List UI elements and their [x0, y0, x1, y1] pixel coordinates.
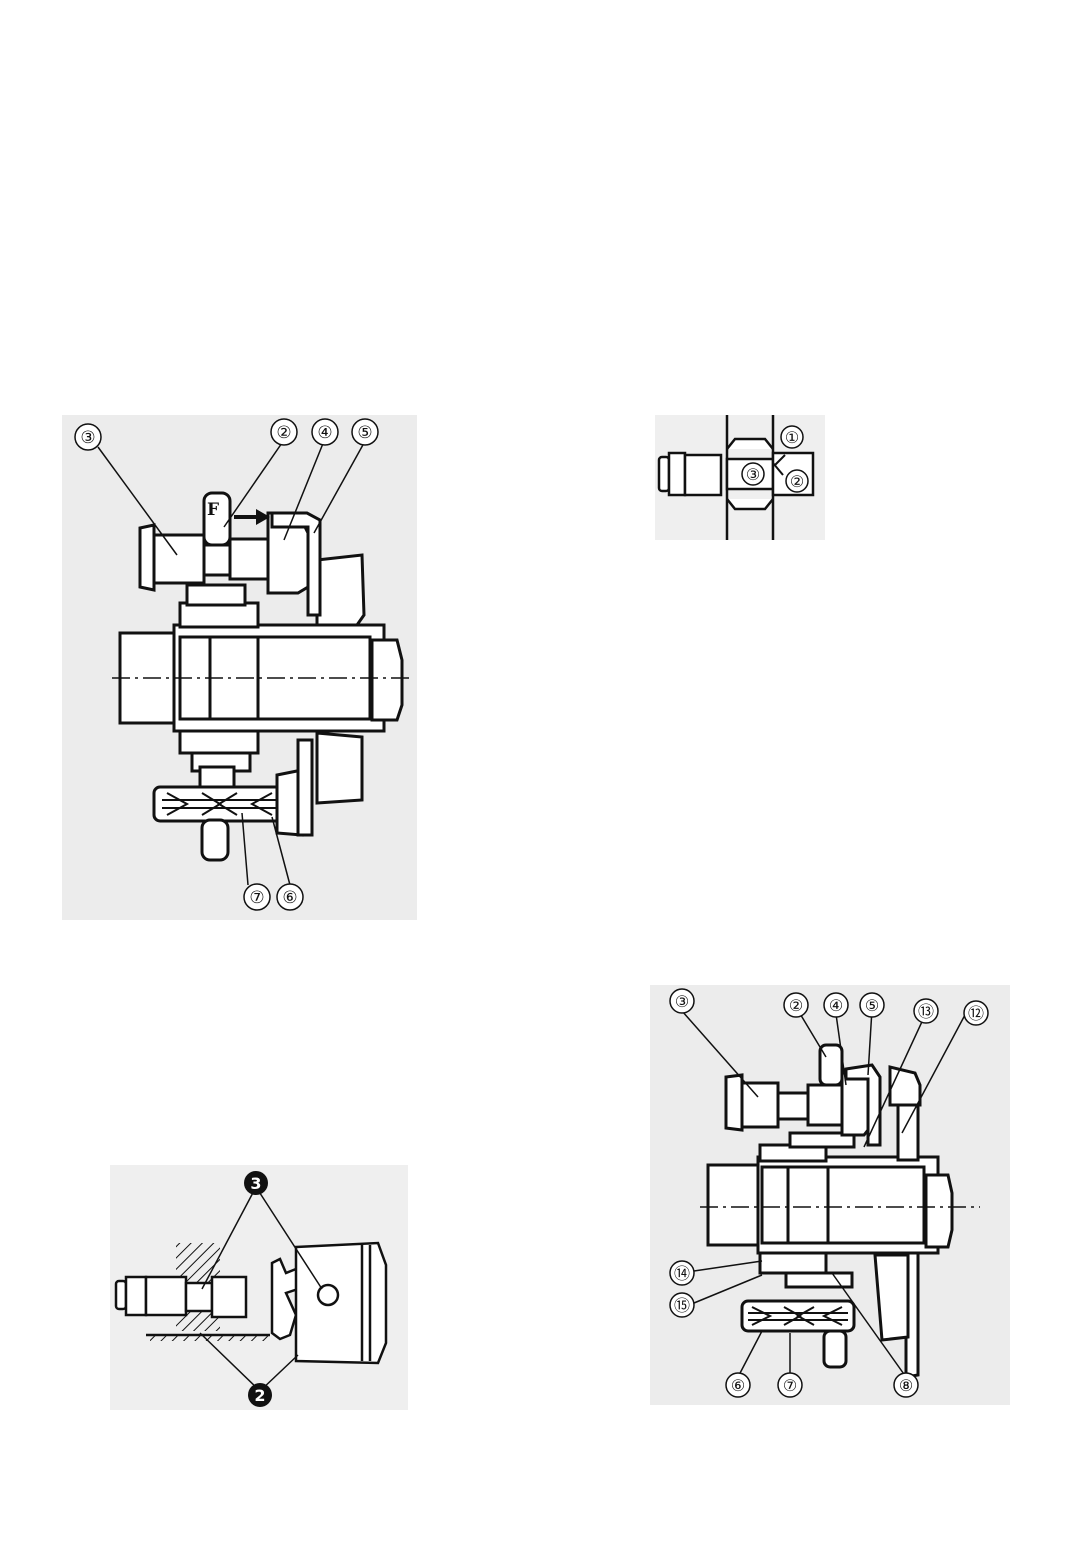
svg-text:⑥: ⑥	[282, 888, 297, 908]
svg-text:⑥: ⑥	[731, 1376, 745, 1395]
callout-15: ⑮	[670, 1293, 694, 1317]
callout-5: ⑤	[860, 993, 884, 1017]
callout-7: ⑦	[778, 1373, 802, 1397]
callout-2: ②	[786, 470, 808, 492]
callout-5: ⑤	[352, 419, 378, 445]
svg-text:②: ②	[789, 996, 803, 1015]
callout-1: ①	[781, 426, 803, 448]
callout-4: ④	[824, 993, 848, 1017]
callout-3-filled: 3	[244, 1171, 268, 1195]
figure-a-drawing: F ③ ② ④ ⑤ ⑦	[62, 415, 417, 920]
svg-text:⑦: ⑦	[249, 888, 264, 908]
svg-text:⑤: ⑤	[865, 996, 879, 1015]
svg-text:⑬: ⑬	[918, 1002, 934, 1021]
svg-text:③: ③	[746, 465, 760, 484]
callout-2: ②	[784, 993, 808, 1017]
figure-d-pump-assembly: ③ ② ④ ⑤ ⑬ ⑫ ⑭ ⑮	[650, 985, 1010, 1405]
callout-3: ③	[75, 424, 101, 450]
svg-text:②: ②	[790, 472, 804, 491]
force-label: F	[207, 500, 219, 520]
svg-text:⑤: ⑤	[357, 423, 372, 443]
callout-6: ⑥	[277, 884, 303, 910]
figure-b-drawing: ① ③ ②	[655, 415, 825, 540]
callout-2: ②	[271, 419, 297, 445]
svg-text:③: ③	[80, 428, 95, 448]
figure-c-drawing: 3 2	[110, 1165, 408, 1410]
callout-12: ⑫	[964, 1001, 988, 1025]
svg-text:⑭: ⑭	[674, 1264, 690, 1283]
svg-text:⑦: ⑦	[783, 1376, 797, 1395]
svg-text:④: ④	[317, 423, 332, 443]
callout-14: ⑭	[670, 1261, 694, 1285]
callout-2-filled: 2	[248, 1383, 272, 1407]
svg-text:④: ④	[829, 996, 843, 1015]
figure-b-bolt-detail: ① ③ ②	[655, 415, 825, 540]
callout-6: ⑥	[726, 1373, 750, 1397]
svg-text:①: ①	[785, 428, 799, 447]
callout-3: ③	[742, 463, 764, 485]
callout-4: ④	[312, 419, 338, 445]
svg-text:③: ③	[675, 992, 689, 1011]
svg-text:⑧: ⑧	[899, 1376, 913, 1395]
callout-3: ③	[670, 989, 694, 1013]
callout-8: ⑧	[894, 1373, 918, 1397]
svg-text:⑫: ⑫	[968, 1004, 984, 1023]
callout-7: ⑦	[244, 884, 270, 910]
svg-text:3: 3	[250, 1174, 261, 1193]
figure-c-gear-section: 3 2	[110, 1165, 408, 1410]
figure-d-drawing: ③ ② ④ ⑤ ⑬ ⑫ ⑭ ⑮	[650, 985, 1010, 1405]
svg-text:⑮: ⑮	[674, 1296, 690, 1315]
svg-text:②: ②	[276, 423, 291, 443]
callout-13: ⑬	[914, 999, 938, 1023]
figure-a-pump-assembly: F ③ ② ④ ⑤ ⑦	[62, 415, 417, 920]
svg-text:2: 2	[254, 1386, 265, 1405]
